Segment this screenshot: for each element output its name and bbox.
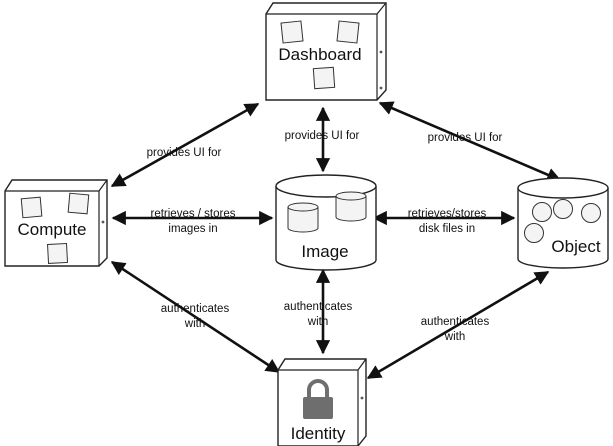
dashboard-label: Dashboard bbox=[278, 45, 361, 64]
image-node: Image bbox=[275, 174, 377, 271]
identity-node: Identity bbox=[277, 358, 367, 446]
edge-label-compute-image-line2: images in bbox=[168, 223, 217, 235]
edge-label-compute-image-line1: retrieves / stores bbox=[151, 208, 236, 220]
screw-icon bbox=[379, 86, 383, 90]
identity-label: Identity bbox=[291, 424, 346, 443]
edge-label-compute-identity-line1: authenticates bbox=[161, 303, 230, 315]
padlock-icon bbox=[303, 379, 333, 419]
compute-label: Compute bbox=[18, 220, 87, 239]
screw-icon bbox=[379, 50, 383, 54]
server-box-edge bbox=[266, 2, 387, 100]
edge-label-image-identity-line1: authenticates bbox=[284, 301, 353, 313]
arrow-object-identity bbox=[366, 270, 550, 380]
screw-icon bbox=[360, 396, 364, 400]
edge-label-object-identity-line2: with bbox=[444, 331, 465, 343]
mini-database-icon bbox=[287, 202, 319, 233]
edge-label-object-identity-line1: authenticates bbox=[421, 316, 490, 328]
service-slot-icon bbox=[312, 66, 336, 90]
edge-labels: provides UI for provides UI for provides… bbox=[147, 130, 503, 343]
edge-label-dashboard-image: provides UI for bbox=[285, 130, 360, 142]
edge-label-object-image-line1: retrieves/stores bbox=[408, 208, 487, 220]
arrow-dashboard-compute bbox=[110, 102, 260, 188]
object-blob-icon bbox=[524, 223, 544, 243]
server-box-edge bbox=[278, 358, 367, 446]
image-label: Image bbox=[301, 242, 348, 261]
object-blob-icon bbox=[553, 199, 573, 219]
edge-label-image-identity-line2: with bbox=[307, 316, 328, 328]
edge-label-dashboard-object: provides UI for bbox=[428, 132, 503, 144]
object-node: Object bbox=[517, 177, 609, 269]
mini-database-icon bbox=[335, 191, 367, 222]
screw-icon bbox=[101, 220, 105, 224]
service-slot-icon bbox=[67, 192, 90, 215]
edges bbox=[110, 101, 562, 380]
edge-label-object-image-line2: disk files in bbox=[419, 223, 475, 235]
object-label: Object bbox=[551, 237, 600, 256]
service-slot-icon bbox=[20, 196, 43, 219]
service-slot-icon bbox=[47, 242, 69, 264]
edge-label-dashboard-compute: provides UI for bbox=[147, 147, 222, 159]
object-blob-icon bbox=[581, 203, 601, 223]
dashboard-node: Dashboard bbox=[265, 2, 387, 101]
edge-label-compute-identity-line2: with bbox=[184, 318, 205, 330]
arrow-compute-identity bbox=[110, 260, 281, 374]
server-box-edge bbox=[5, 179, 108, 266]
service-slot-icon bbox=[336, 20, 360, 44]
arrow-dashboard-object bbox=[378, 101, 562, 182]
object-blob-icon bbox=[532, 202, 552, 222]
compute-node: Compute bbox=[4, 179, 108, 267]
database-top bbox=[517, 177, 609, 199]
service-slot-icon bbox=[280, 20, 304, 44]
